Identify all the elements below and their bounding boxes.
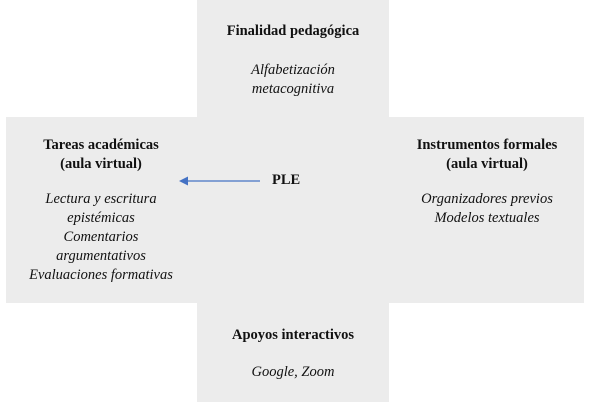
apoyos-title: Apoyos interactivos: [231, 327, 355, 343]
tareas-panel: Tareas académicas (aula virtual) Lectura…: [6, 136, 196, 285]
instrumentos-item: Modelos textuales: [434, 210, 540, 226]
instrumentos-title-line: Instrumentos formales: [416, 137, 558, 153]
instrumentos-title: Instrumentos formales (aula virtual): [392, 136, 582, 174]
apoyos-panel: Apoyos interactivos Google, Zoom: [197, 326, 389, 382]
cross-horizontal-band: [6, 117, 584, 303]
ple-label: PLE: [272, 172, 301, 188]
tareas-item: epistémicas: [67, 210, 135, 226]
tareas-items: Lectura y escritura epistémicas Comentar…: [6, 190, 196, 285]
finalidad-panel: Finalidad pedagógica Alfabetización meta…: [197, 22, 389, 99]
instrumentos-title-line: (aula virtual): [446, 156, 528, 172]
tareas-item: argumentativos: [56, 248, 146, 264]
arrow-icon: [179, 176, 260, 186]
instrumentos-items: Organizadores previos Modelos textuales: [392, 190, 582, 228]
finalidad-item: metacognitiva: [251, 81, 335, 97]
finalidad-title: Finalidad pedagógica: [226, 23, 360, 39]
tareas-title-line: Tareas académicas: [43, 137, 159, 153]
tareas-item: Evaluaciones formativas: [29, 267, 173, 283]
tareas-item: Comentarios: [63, 229, 139, 245]
tareas-title-line: (aula virtual): [60, 156, 142, 172]
instrumentos-panel: Instrumentos formales (aula virtual) Org…: [392, 136, 582, 228]
finalidad-item: Alfabetización: [251, 62, 335, 78]
finalidad-items: Alfabetización metacognitiva: [197, 61, 389, 99]
tareas-title: Tareas académicas (aula virtual): [6, 136, 196, 174]
instrumentos-item: Organizadores previos: [421, 191, 553, 207]
apoyos-item: Google, Zoom: [251, 364, 335, 380]
apoyos-items: Google, Zoom: [197, 363, 389, 382]
tareas-item: Lectura y escritura: [45, 191, 157, 207]
